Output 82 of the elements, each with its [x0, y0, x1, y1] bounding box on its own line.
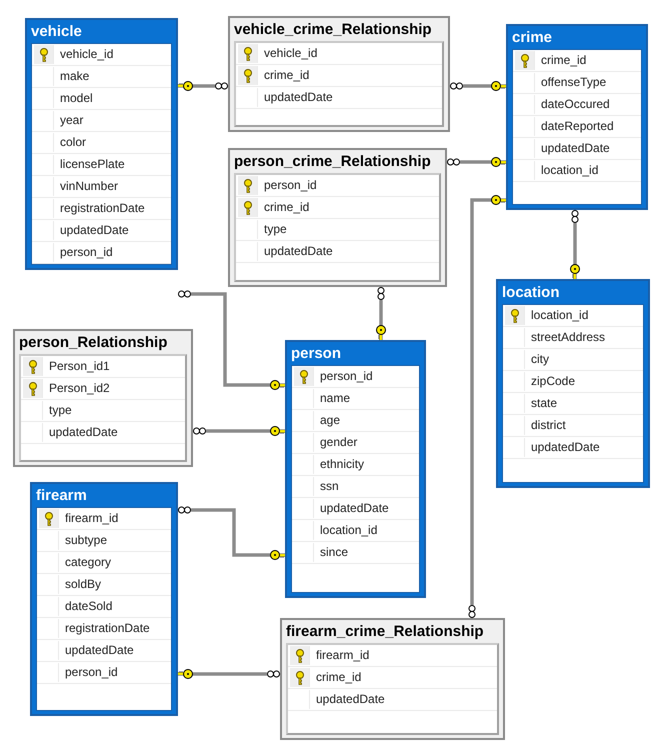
- relationship-line: [177, 668, 280, 680]
- table-title: firearm_crime_Relationship: [286, 622, 484, 642]
- relationship-line: [450, 80, 507, 92]
- column-name: color: [60, 134, 86, 150]
- column-name: state: [531, 395, 558, 411]
- column-name: subtype: [65, 532, 108, 548]
- table-title: person_Relationship: [19, 333, 168, 353]
- column-name: soldBy: [65, 576, 102, 592]
- column-name: updatedDate: [264, 243, 333, 259]
- relationship-line: [570, 210, 580, 280]
- column-name: updatedDate: [316, 691, 385, 707]
- relationship-line: [446, 156, 507, 168]
- table-card: [280, 618, 505, 740]
- table-card: [25, 18, 178, 270]
- column-name: make: [60, 68, 90, 84]
- relationship-line: [468, 194, 507, 618]
- table-title: person_crime_Relationship: [234, 152, 431, 172]
- table-title: firearm: [36, 486, 87, 506]
- column-name: crime_id: [264, 199, 310, 215]
- column-name: Person_id1: [49, 358, 110, 374]
- column-name: crime_id: [541, 52, 586, 68]
- column-name: location_id: [531, 307, 588, 323]
- table-title: crime: [512, 28, 552, 48]
- table-title: person: [291, 344, 342, 364]
- column-name: updatedDate: [541, 140, 610, 156]
- column-name: ethnicity: [320, 456, 364, 472]
- column-name: person_id: [264, 177, 317, 193]
- table-title: vehicle_crime_Relationship: [234, 20, 432, 40]
- column-name: firearm_id: [65, 510, 118, 526]
- column-name: ssn: [320, 478, 339, 494]
- column-name: vehicle_id: [60, 46, 114, 62]
- column-name: location_id: [541, 162, 598, 178]
- column-name: person_id: [60, 244, 113, 260]
- column-name: updatedDate: [60, 222, 129, 238]
- column-name: crime_id: [316, 669, 362, 685]
- table-card: [30, 482, 178, 716]
- table-card: [228, 148, 447, 287]
- column-name: year: [60, 112, 84, 128]
- column-name: licensePlate: [60, 156, 125, 172]
- column-name: gender: [320, 434, 358, 450]
- column-name: vehicle_id: [264, 45, 318, 61]
- column-name: vinNumber: [60, 178, 118, 194]
- column-name: city: [531, 351, 549, 367]
- column-name: updatedDate: [65, 642, 134, 658]
- column-name: registrationDate: [65, 620, 150, 636]
- table-card: [228, 16, 450, 132]
- relationship-line: [177, 80, 228, 92]
- relationship-line: [178, 290, 286, 390]
- column-name: firearm_id: [316, 647, 370, 663]
- relationship-line: [376, 286, 386, 341]
- column-name: crime_id: [264, 67, 310, 83]
- column-name: updatedDate: [49, 424, 118, 440]
- column-name: updatedDate: [264, 89, 333, 105]
- column-name: dateReported: [541, 118, 614, 134]
- column-name: type: [264, 221, 287, 237]
- column-name: dateSold: [65, 598, 112, 614]
- table-card: [13, 329, 193, 467]
- relationship-line: [192, 426, 286, 436]
- column-name: person_id: [65, 664, 118, 680]
- table-title: location: [502, 283, 560, 303]
- table-card: [506, 24, 648, 210]
- table-title: vehicle: [31, 22, 82, 42]
- column-name: streetAddress: [531, 329, 606, 345]
- column-name: district: [531, 417, 566, 433]
- column-name: category: [65, 554, 112, 570]
- column-name: since: [320, 544, 348, 560]
- column-name: zipCode: [531, 373, 576, 389]
- column-name: person_id: [320, 368, 373, 384]
- column-name: updatedDate: [320, 500, 389, 516]
- column-name: updatedDate: [531, 439, 600, 455]
- relationship-line: [178, 506, 286, 560]
- column-name: dateOccured: [541, 96, 610, 112]
- table-card: [285, 340, 426, 598]
- column-name: location_id: [320, 522, 378, 538]
- column-name: Person_id2: [49, 380, 110, 396]
- table-card: [496, 279, 650, 488]
- column-name: model: [60, 90, 93, 106]
- column-name: name: [320, 390, 350, 406]
- column-name: type: [49, 402, 72, 418]
- column-name: offenseType: [541, 74, 606, 90]
- column-name: age: [320, 412, 340, 428]
- column-name: registrationDate: [60, 200, 145, 216]
